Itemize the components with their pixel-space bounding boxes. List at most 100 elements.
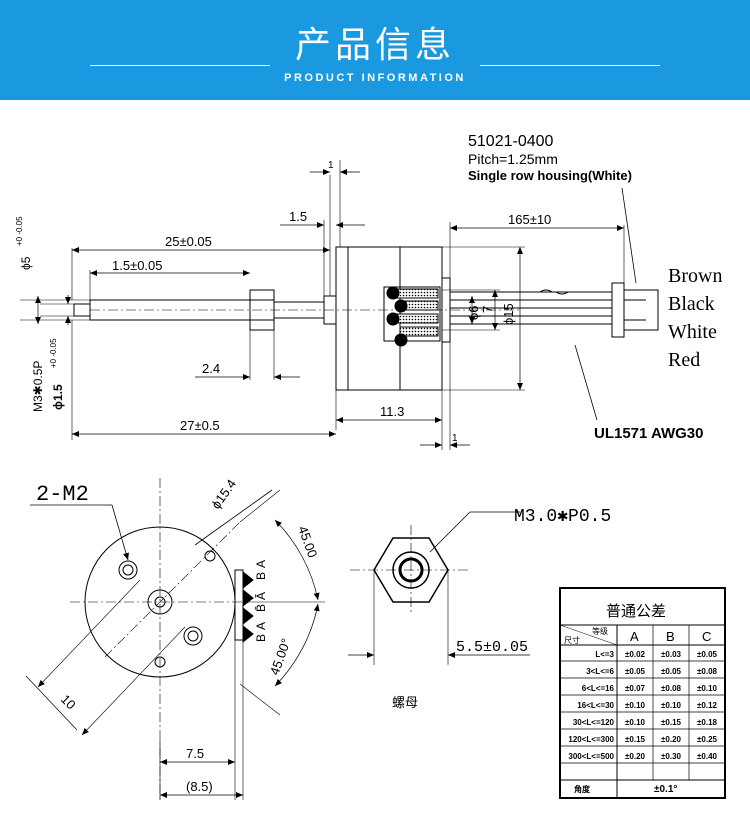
table-row-range: 6<L<=16 <box>582 684 615 693</box>
phase-a-bar: Ā <box>254 592 268 600</box>
wire-colors: Brown Black White Red <box>668 265 722 371</box>
table-row-range: L<=3 <box>595 650 614 659</box>
connector-part: 51021-0400 <box>468 133 554 150</box>
table-row: 30<L<=120 ±0.10 ±0.15 ±0.18 <box>573 718 718 727</box>
dim-shaft-length: 25±0.05 <box>165 234 212 249</box>
table-rows: L<=3 ±0.02 ±0.03 ±0.05 3<L<=6 ±0.05 ±0.05 ±0.08… <box>568 650 717 761</box>
shaft-tip <box>73 303 91 317</box>
dim-inner-dia: ϕ6 <box>466 305 481 320</box>
phase-a-2: A <box>254 622 268 630</box>
page-subtitle: PRODUCT INFORMATION <box>284 72 466 84</box>
terminal-pads <box>383 286 441 347</box>
table-row: 16<L<=30 ±0.10 ±0.10 ±0.12 <box>577 701 717 710</box>
phase-a: A <box>254 560 268 568</box>
rear-cap <box>441 277 451 343</box>
connector-pitch: Pitch=1.25mm <box>468 151 558 167</box>
connector-housing-label: Single row housing(White) <box>468 168 632 183</box>
table-col-c: C <box>702 629 711 644</box>
mount-hole-bottom <box>183 626 203 646</box>
table-row: 3<L<=6 ±0.05 ±0.05 ±0.08 <box>586 667 717 676</box>
table-cell: ±0.08 <box>697 667 718 676</box>
table-cell: ±0.05 <box>625 667 646 676</box>
table-row-range: 30<L<=120 <box>573 718 615 727</box>
table-cell: ±0.10 <box>625 718 646 727</box>
table-corner-grade: 等级 <box>592 626 608 636</box>
dim-8-5: (8.5) <box>186 779 213 794</box>
table-row-range: 3<L<=6 <box>586 667 614 676</box>
nut-width-label: 5.5±0.05 <box>456 639 528 656</box>
table-angle-label: 角度 <box>574 784 591 794</box>
wire-red: Red <box>668 349 700 371</box>
tip-dia-tol: +0 -0.05 <box>49 338 58 368</box>
table-cell: ±0.08 <box>661 684 682 693</box>
dim-thread-length: 1.5±0.05 <box>112 258 163 273</box>
table-cell: ±0.10 <box>625 701 646 710</box>
dim-7-5: 7.5 <box>186 746 204 761</box>
table-row: 120<L<=300 ±0.15 ±0.20 ±0.25 <box>568 735 717 744</box>
wire-brown: Brown <box>668 265 722 287</box>
table-cell: ±0.18 <box>697 718 718 727</box>
table-row: L<=3 ±0.02 ±0.03 ±0.05 <box>595 650 717 659</box>
dim-7: 7 <box>480 306 495 313</box>
table-cell: ±0.05 <box>697 650 718 659</box>
mount-hole-top <box>118 560 138 580</box>
table-row-range: 300<L<=500 <box>568 752 614 761</box>
front-view <box>25 478 325 800</box>
table-corner-size: 尺寸 <box>564 635 580 645</box>
table-cell: ±0.07 <box>625 684 646 693</box>
dim-nut-width: 2.4 <box>202 361 220 376</box>
header-banner: 产品信息 PRODUCT INFORMATION <box>0 0 750 100</box>
dim-total-length: 27±0.5 <box>180 418 220 433</box>
nut-caption: 螺母 <box>392 696 418 711</box>
dim-flange: 1.5 <box>289 209 307 224</box>
table-cell: ±0.10 <box>661 701 682 710</box>
tip-dia: ϕ1.5 <box>51 384 65 410</box>
table-angle-value: ±0.1° <box>654 784 677 795</box>
table-column-headers: A B C <box>630 629 711 644</box>
table-cell: ±0.20 <box>625 752 646 761</box>
phase-b-2: B <box>254 634 268 642</box>
dim-cable-length: 165±10 <box>508 212 551 227</box>
table-row-range: 16<L<=30 <box>577 701 614 710</box>
thread-spec: M3✱0.5P <box>31 361 45 412</box>
table-cell: ±0.20 <box>661 735 682 744</box>
phase-b: B <box>254 572 268 580</box>
bushing <box>273 301 325 319</box>
table-cell: ±0.15 <box>661 718 682 727</box>
dim-body-length: 11.3 <box>380 404 404 419</box>
angle-bottom: 45.00° <box>267 636 294 677</box>
tolerance-table <box>559 587 726 799</box>
header-rule-right <box>480 65 660 66</box>
angle-top: 45.00 <box>295 524 320 560</box>
phase-b-bar: B̄ <box>254 604 268 612</box>
table-cell: ±0.12 <box>697 701 718 710</box>
table-cell: ±0.25 <box>697 735 718 744</box>
table-cell: ±0.05 <box>661 667 682 676</box>
cable <box>450 289 612 325</box>
technical-drawing: 51021-0400 Pitch=1.25mm Single row housi… <box>15 133 726 800</box>
dim-shaft-dia-tol: +0 -0.05 <box>15 216 24 246</box>
terminal-block <box>234 569 244 641</box>
dim-bottom-1: 1 <box>452 433 458 444</box>
table-row: 300<L<=500±0.20±0.30±0.40 <box>568 752 717 761</box>
side-view <box>20 160 659 450</box>
table-cell: ±0.10 <box>697 684 718 693</box>
page-title: 产品信息 <box>294 25 455 66</box>
table-cell: ±0.15 <box>625 735 646 744</box>
holes-label: 2-M2 <box>36 482 89 507</box>
table-row-range: 120<L<=300 <box>568 735 614 744</box>
phase-labels: B A B̄ Ā B A <box>254 560 268 642</box>
wire-black: Black <box>668 293 715 315</box>
table-col-b: B <box>666 629 675 644</box>
table-cell: ±0.03 <box>661 650 682 659</box>
wire-spec: UL1571 AWG30 <box>594 425 704 442</box>
dim-10: 10 <box>58 692 79 713</box>
dim-body-dia: ϕ15 <box>501 303 516 325</box>
dim-top-1: 1 <box>328 160 334 171</box>
table-cell: ±0.40 <box>697 752 718 761</box>
dim-shaft-dia: ϕ5 <box>19 256 33 270</box>
nut-thread-label: M3.0✱P0.5 <box>514 507 611 527</box>
wire-white: White <box>668 321 717 343</box>
table-cell: ±0.02 <box>625 650 646 659</box>
connector-latch <box>611 282 625 338</box>
